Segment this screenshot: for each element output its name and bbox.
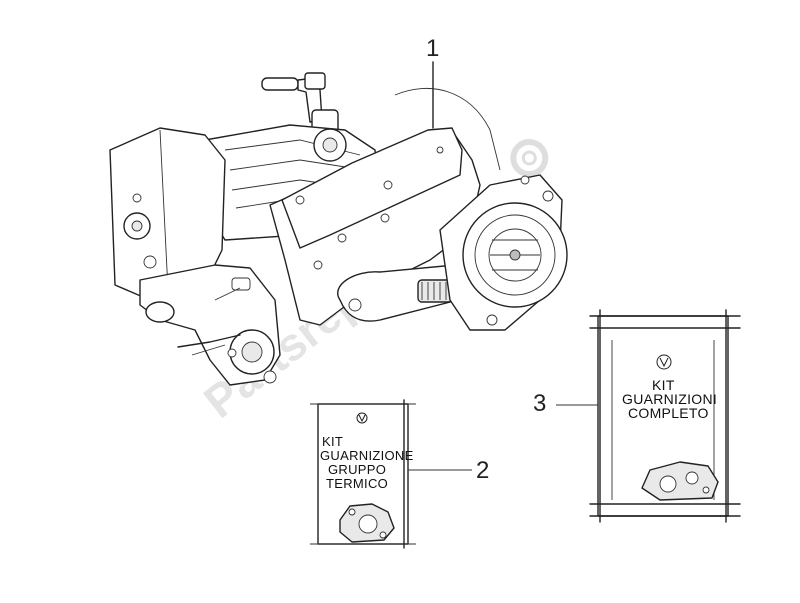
callout-1-label: 1 (426, 35, 439, 62)
gasket-illustration (641, 461, 719, 501)
callout-2-label: 2 (476, 457, 489, 484)
kit-2-line-2: GUARNIZIONE (320, 448, 414, 463)
piaggio-logo-icon (656, 354, 672, 370)
intake-pipe (261, 72, 339, 135)
kit-3-line-2: GUARNIZIONI (622, 391, 717, 407)
callout-3-label: 3 (533, 390, 546, 417)
piaggio-logo-icon (356, 412, 368, 424)
kit-2-line-3: GRUPPO (328, 462, 386, 477)
kit-3-line-1: KIT (652, 377, 675, 393)
gasket-kit-complete[interactable]: KIT GUARNIZIONI COMPLETO (589, 309, 741, 523)
kit-2-line-4: TERMICO (326, 476, 388, 491)
engine-assembly[interactable] (109, 72, 568, 386)
gasket-kit-thermal-group[interactable]: KIT GUARNIZIONE GRUPPO TERMICO (310, 399, 416, 549)
kit-2-line-1: KIT (322, 434, 343, 449)
gasket-illustration (339, 503, 395, 543)
kit-3-line-3: COMPLETO (628, 405, 709, 421)
gear-icon (510, 139, 549, 178)
